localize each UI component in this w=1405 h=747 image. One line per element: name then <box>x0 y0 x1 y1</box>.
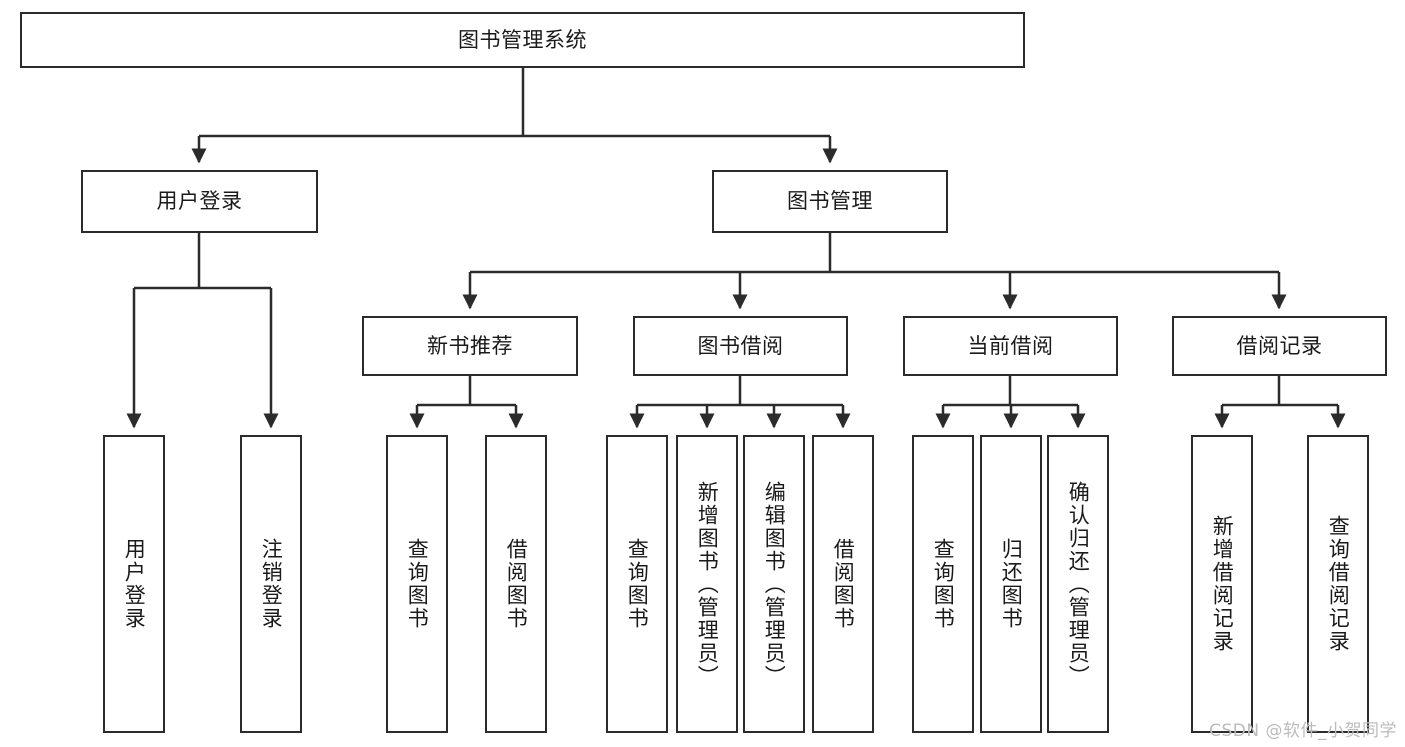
node-new-book-recommend-label: 新书推荐 <box>427 333 513 358</box>
node-borrow-record-label: 借阅记录 <box>1236 333 1323 358</box>
node-book-manage[interactable]: 图书管理 <box>712 170 948 233</box>
node-current-borrow[interactable]: 当前借阅 <box>903 316 1118 376</box>
node-leaf-query-book-3[interactable]: 查询图书 <box>912 435 974 733</box>
node-leaf-logout[interactable]: 注销登录 <box>240 435 302 733</box>
node-leaf-edit-book-label: 编辑图书（管理员） <box>762 480 787 688</box>
node-new-book-recommend[interactable]: 新书推荐 <box>362 316 578 376</box>
node-leaf-logout-label: 注销登录 <box>259 538 284 630</box>
node-leaf-query-record-label: 查询借阅记录 <box>1326 515 1351 653</box>
node-leaf-query-book-1-label: 查询图书 <box>405 538 430 630</box>
node-leaf-add-record[interactable]: 新增借阅记录 <box>1191 435 1253 733</box>
node-leaf-borrow-book-1[interactable]: 借阅图书 <box>485 435 547 733</box>
node-leaf-user-login[interactable]: 用户登录 <box>103 435 165 733</box>
node-leaf-query-book-1[interactable]: 查询图书 <box>386 435 448 733</box>
node-leaf-query-record[interactable]: 查询借阅记录 <box>1307 435 1369 733</box>
node-leaf-user-login-label: 用户登录 <box>122 538 147 630</box>
node-leaf-return-book[interactable]: 归还图书 <box>980 435 1042 733</box>
node-leaf-return-book-label: 归还图书 <box>999 538 1024 630</box>
node-leaf-edit-book[interactable]: 编辑图书（管理员） <box>743 435 805 733</box>
node-book-manage-label: 图书管理 <box>787 189 873 214</box>
node-borrow-record[interactable]: 借阅记录 <box>1172 316 1387 376</box>
node-leaf-query-book-3-label: 查询图书 <box>931 538 956 630</box>
node-root-label: 图书管理系统 <box>458 27 587 52</box>
node-leaf-query-book-2-label: 查询图书 <box>625 538 650 630</box>
node-leaf-add-book[interactable]: 新增图书（管理员） <box>676 435 738 733</box>
node-book-borrow[interactable]: 图书借阅 <box>633 316 848 376</box>
node-user-login-label: 用户登录 <box>156 189 243 214</box>
csdn-watermark: CSDN @软件_小贺同学 <box>1209 721 1397 741</box>
node-leaf-query-book-2[interactable]: 查询图书 <box>606 435 668 733</box>
node-user-login[interactable]: 用户登录 <box>81 170 318 233</box>
node-root[interactable]: 图书管理系统 <box>20 12 1025 68</box>
node-current-borrow-label: 当前借阅 <box>967 333 1054 358</box>
node-leaf-confirm-return-label: 确认归还（管理员） <box>1066 480 1091 688</box>
node-leaf-confirm-return[interactable]: 确认归还（管理员） <box>1047 435 1109 733</box>
node-leaf-borrow-book-2-label: 借阅图书 <box>831 538 856 630</box>
node-leaf-add-record-label: 新增借阅记录 <box>1210 515 1235 653</box>
node-leaf-borrow-book-2[interactable]: 借阅图书 <box>812 435 874 733</box>
node-leaf-borrow-book-1-label: 借阅图书 <box>504 538 529 630</box>
node-leaf-add-book-label: 新增图书（管理员） <box>695 480 720 688</box>
node-book-borrow-label: 图书借阅 <box>697 333 784 358</box>
